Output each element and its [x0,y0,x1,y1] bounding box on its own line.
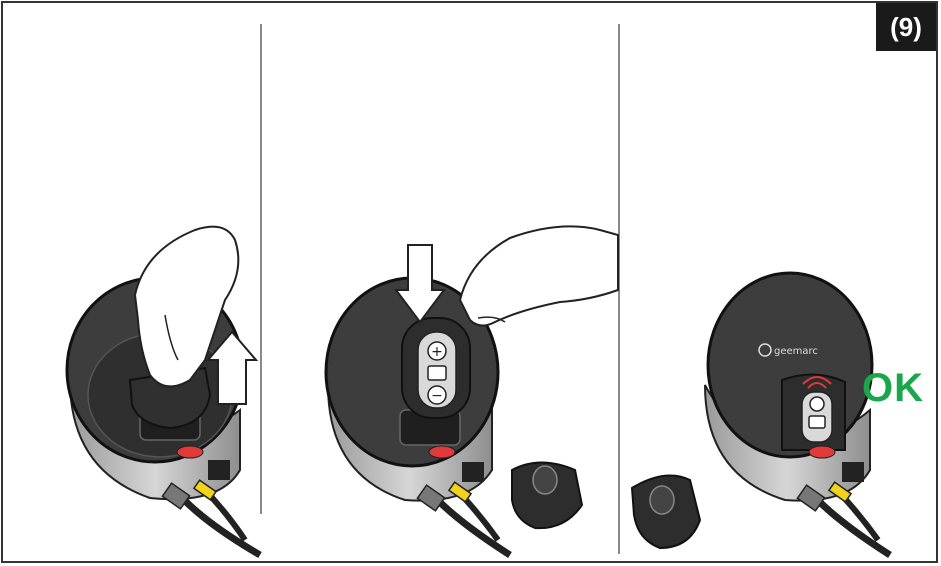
hand-icon [460,226,618,325]
svg-text:−: − [431,388,443,404]
red-indicator [177,446,203,458]
panel-3-charging-ok: geemarc [632,273,890,555]
rear-connector [208,460,230,480]
panel-2-insert-remote: + − [326,226,618,555]
svg-text:geemarc: geemarc [774,346,818,357]
mode-button [809,416,825,428]
ok-status-label: OK [862,366,924,411]
mode-button [428,366,446,380]
plus-button [810,397,824,411]
red-indicator [809,446,835,458]
red-indicator [429,446,455,458]
panel-1-remove-cover [67,227,260,555]
svg-text:+: + [431,344,443,360]
